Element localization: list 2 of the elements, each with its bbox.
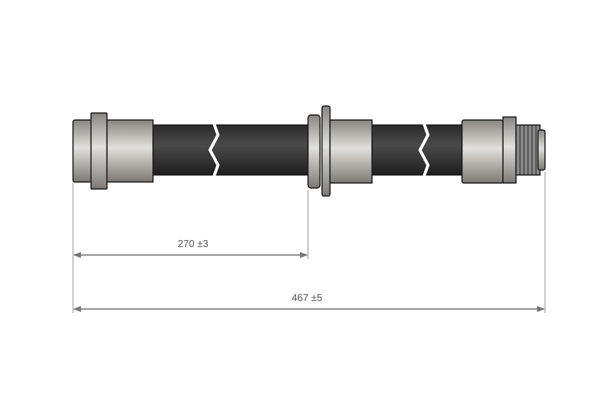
dimension-label: 467 ±5 [290,294,324,304]
dimension-label: 270 ±3 [176,240,210,250]
